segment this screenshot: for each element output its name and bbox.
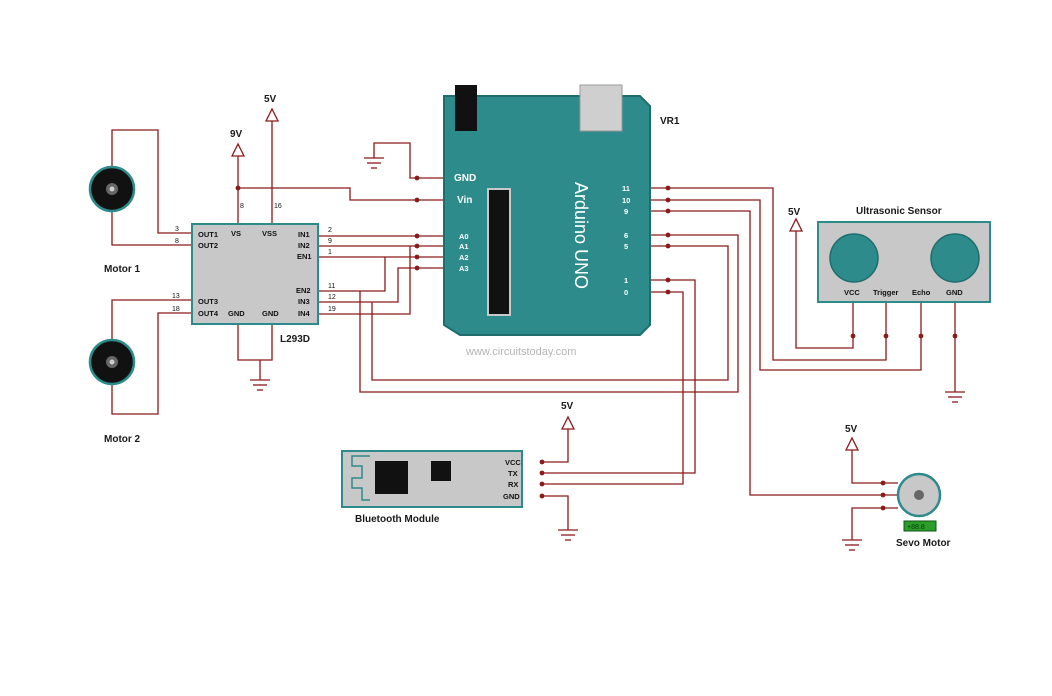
motor-1-label: Motor 1 [104,264,141,275]
svg-text:A3: A3 [459,264,469,273]
svg-text:GND: GND [228,309,245,318]
svg-text:5V: 5V [561,401,574,412]
l293d-driver: OUT1 OUT2 OUT3 OUT4 3 8 13 18 VS VSS 8 1… [172,203,336,345]
svg-text:GND: GND [262,309,279,318]
antenna-trace [351,455,370,501]
svg-text:GND: GND [946,288,963,297]
ultrasonic-label: Ultrasonic Sensor [856,206,942,217]
svg-text:1: 1 [624,276,628,285]
svg-text:GND: GND [454,173,476,184]
power-9v-l293d: 9V [230,129,246,157]
svg-text:A2: A2 [459,253,469,262]
power-5v-l293d: 5V [264,94,280,122]
svg-text:19: 19 [328,306,336,313]
servo-motor: +88.8 Sevo Motor [896,472,951,549]
svg-text:VCC: VCC [844,288,860,297]
svg-text:EN1: EN1 [297,252,312,261]
motor-1: Motor 1 [88,165,141,275]
svg-text:8: 8 [175,238,179,245]
power-5v-servo: 5V [844,424,860,451]
svg-text:5V: 5V [264,94,277,105]
svg-text:A0: A0 [459,232,469,241]
ultrasonic-sensor: Ultrasonic Sensor VCC Trigger Echo GND [817,206,991,303]
svg-text:VS: VS [231,229,241,238]
svg-text:11: 11 [328,283,335,290]
ground-ultrasonic [945,391,965,403]
watermark: www.circuitstoday.com [465,346,576,358]
svg-text:3: 3 [175,226,179,233]
chip [487,188,511,316]
svg-text:2: 2 [328,227,332,234]
arduino-ref: VR1 [660,116,680,127]
svg-text:OUT3: OUT3 [198,297,218,306]
svg-text:9V: 9V [230,129,243,140]
svg-text:5V: 5V [788,207,801,218]
svg-text:IN1: IN1 [298,230,310,239]
svg-text:OUT4: OUT4 [198,309,219,318]
bluetooth-module: VCC TX RX GND Bluetooth Module [341,450,523,525]
svg-text:RX: RX [508,480,518,489]
svg-text:Vin: Vin [457,195,472,206]
arduino-name: Arduino UNO [571,182,591,289]
svg-text:9: 9 [328,238,332,245]
servo-label: Sevo Motor [896,538,951,549]
bt-chip [375,461,408,494]
svg-text:18: 18 [172,306,180,313]
junction-dots [235,175,958,511]
svg-text:IN4: IN4 [298,309,311,318]
svg-text:EN2: EN2 [296,286,311,295]
motor-2-label: Motor 2 [104,434,141,445]
svg-text:TX: TX [508,469,518,478]
ground-servo [842,539,862,551]
svg-text:1: 1 [328,249,332,256]
ground-l293d [250,379,270,391]
svg-text:11: 11 [622,184,630,193]
ground-bluetooth [558,529,578,541]
svg-text:OUT2: OUT2 [198,241,218,250]
svg-text:GND: GND [503,492,520,501]
svg-text:13: 13 [172,293,180,300]
svg-text:OUT1: OUT1 [198,230,218,239]
bt-chip-small [431,461,451,481]
power-5v-bluetooth: 5V [560,401,576,430]
arduino-uno-board: Arduino UNO VR1 GND Vin A0 A1 A2 A3 11 1… [443,84,680,358]
svg-text:Trigger: Trigger [873,288,899,297]
power-5v-ultrasonic: 5V [788,207,804,232]
bluetooth-label: Bluetooth Module [355,514,440,525]
svg-text:5V: 5V [845,424,858,435]
svg-text:10: 10 [622,196,630,205]
svg-text:0: 0 [624,288,628,297]
svg-text:5: 5 [624,242,628,251]
svg-text:12: 12 [328,294,336,301]
svg-text:VCC: VCC [505,458,521,467]
svg-text:Echo: Echo [912,288,931,297]
usb-jack [455,85,477,131]
svg-text:16: 16 [274,203,282,210]
svg-text:9: 9 [624,207,628,216]
servo-tag: +88.8 [907,524,925,531]
power-jack [579,84,623,132]
svg-text:6: 6 [624,231,628,240]
svg-text:VSS: VSS [262,229,277,238]
svg-text:A1: A1 [459,242,469,251]
wires [111,121,956,540]
svg-text:IN3: IN3 [298,297,310,306]
l293d-label: L293D [280,334,310,345]
svg-text:IN2: IN2 [298,241,310,250]
ground-arduino [364,157,384,169]
svg-text:8: 8 [240,203,244,210]
motor-2: Motor 2 [88,338,141,445]
